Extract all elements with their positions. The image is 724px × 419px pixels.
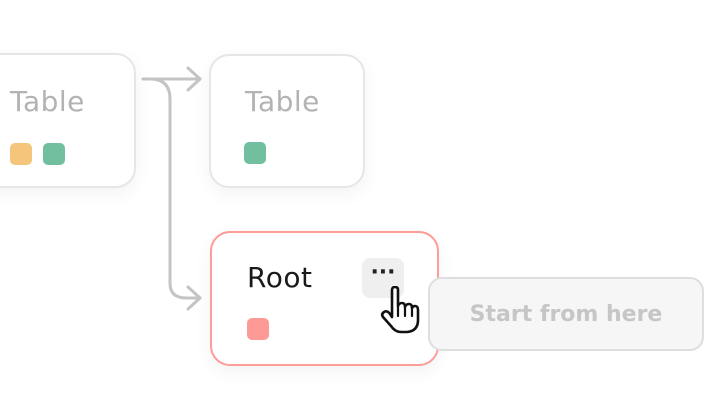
tag-green <box>244 142 266 164</box>
arrowhead-icon <box>186 66 202 92</box>
node-root[interactable]: Root ··· <box>210 231 439 366</box>
tag-orange <box>10 143 32 165</box>
connector-table-to-root <box>148 77 202 300</box>
tooltip-label: Start from here <box>469 301 663 327</box>
tag-red <box>247 318 269 340</box>
tag-green <box>43 143 65 165</box>
node-title: Table <box>10 85 85 118</box>
ellipsis-icon: ··· <box>370 260 396 285</box>
node-title: Root <box>247 261 313 294</box>
node-table-left[interactable]: Table <box>0 53 136 188</box>
more-options-button[interactable]: ··· <box>362 258 404 298</box>
node-table-right[interactable]: Table <box>209 54 365 188</box>
arrowhead-icon <box>186 285 202 311</box>
node-title: Table <box>245 85 320 118</box>
tooltip: Start from here <box>428 277 704 351</box>
hand-cursor-icon <box>380 286 420 334</box>
